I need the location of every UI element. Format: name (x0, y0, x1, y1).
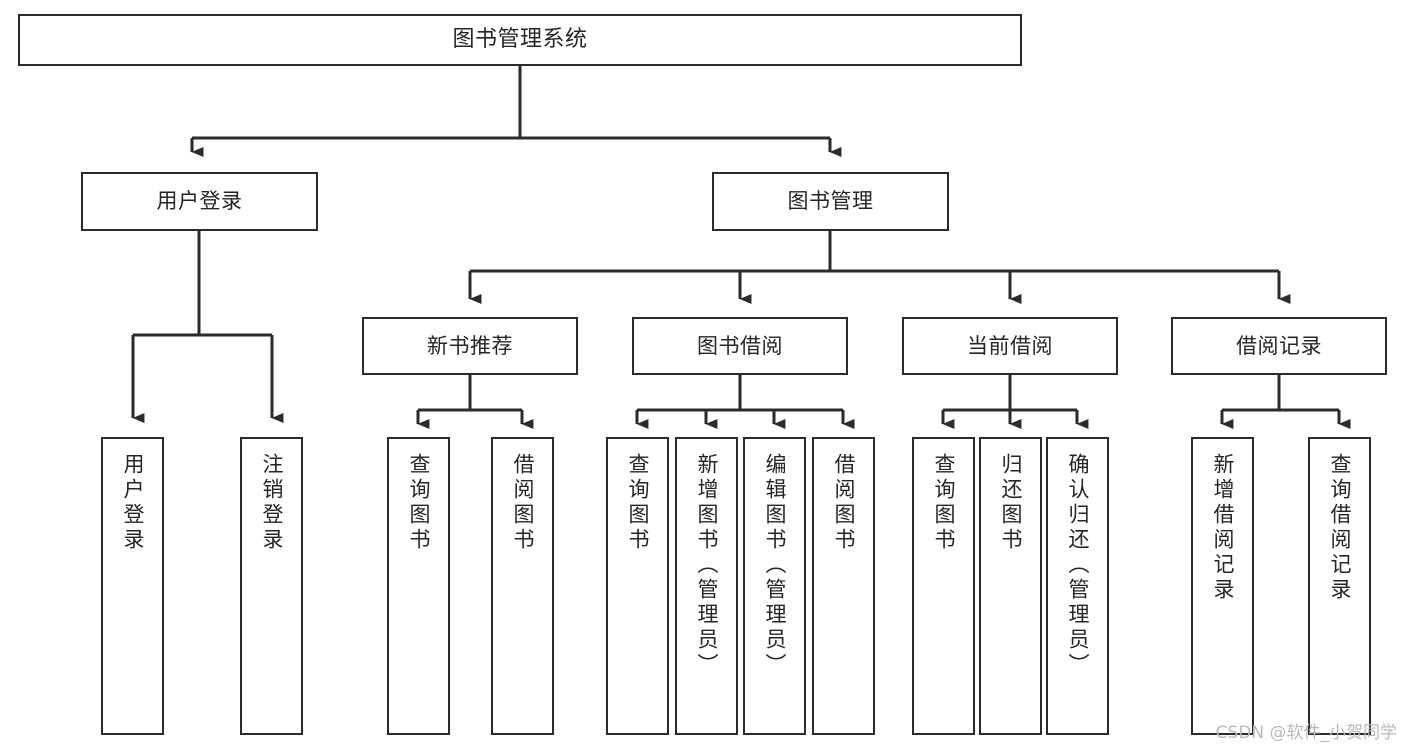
node-label: 查询图书 (626, 453, 650, 553)
leaf-query-book[interactable]: 查询图书 (606, 437, 669, 735)
node-label: 借阅记录 (1236, 333, 1322, 358)
node-label: 图书管理系统 (452, 27, 588, 53)
node-label: 归还图书 (999, 453, 1023, 553)
node-label: 查询借阅记录 (1328, 453, 1352, 603)
node-new-book-recommend[interactable]: 新书推荐 (362, 317, 578, 375)
leaf-borrow-book-recommend[interactable]: 借阅图书 (491, 437, 554, 735)
node-label: 用户登录 (156, 189, 243, 214)
node-book-borrow[interactable]: 图书借阅 (632, 317, 848, 375)
leaf-add-borrow-record[interactable]: 新增借阅记录 (1191, 437, 1254, 735)
leaf-confirm-return-admin[interactable]: 确认归还（管理员） (1046, 437, 1109, 735)
watermark: CSDN @软件_小贺同学 (1215, 723, 1397, 743)
node-label: 新增图书（管理员） (695, 453, 719, 678)
node-label: 图书管理 (787, 189, 874, 214)
node-label: 新书推荐 (427, 333, 513, 358)
node-label: 用户登录 (121, 453, 145, 553)
leaf-query-borrow-record[interactable]: 查询借阅记录 (1308, 437, 1371, 735)
leaf-borrow-book[interactable]: 借阅图书 (812, 437, 875, 735)
node-label: 查询图书 (932, 453, 956, 553)
node-label: 编辑图书（管理员） (763, 453, 787, 678)
node-root-book-management-system[interactable]: 图书管理系统 (18, 14, 1022, 66)
node-borrow-record[interactable]: 借阅记录 (1171, 317, 1387, 375)
leaf-query-book-recommend[interactable]: 查询图书 (387, 437, 450, 735)
leaf-add-book-admin[interactable]: 新增图书（管理员） (675, 437, 738, 735)
node-label: 借阅图书 (511, 453, 535, 553)
leaf-query-book-current[interactable]: 查询图书 (912, 437, 975, 735)
node-label: 确认归还（管理员） (1066, 453, 1090, 678)
node-label: 当前借阅 (967, 333, 1053, 358)
node-label: 借阅图书 (832, 453, 856, 553)
leaf-edit-book-admin[interactable]: 编辑图书（管理员） (743, 437, 806, 735)
node-book-management[interactable]: 图书管理 (712, 172, 949, 231)
node-label: 新增借阅记录 (1211, 453, 1235, 603)
node-label: 注销登录 (260, 453, 284, 553)
node-user-login[interactable]: 用户登录 (81, 172, 318, 231)
leaf-logout[interactable]: 注销登录 (240, 437, 303, 735)
leaf-return-book[interactable]: 归还图书 (979, 437, 1042, 735)
node-label: 查询图书 (407, 453, 431, 553)
node-current-borrow[interactable]: 当前借阅 (902, 317, 1118, 375)
leaf-user-login[interactable]: 用户登录 (101, 437, 164, 735)
node-label: 图书借阅 (697, 333, 783, 358)
